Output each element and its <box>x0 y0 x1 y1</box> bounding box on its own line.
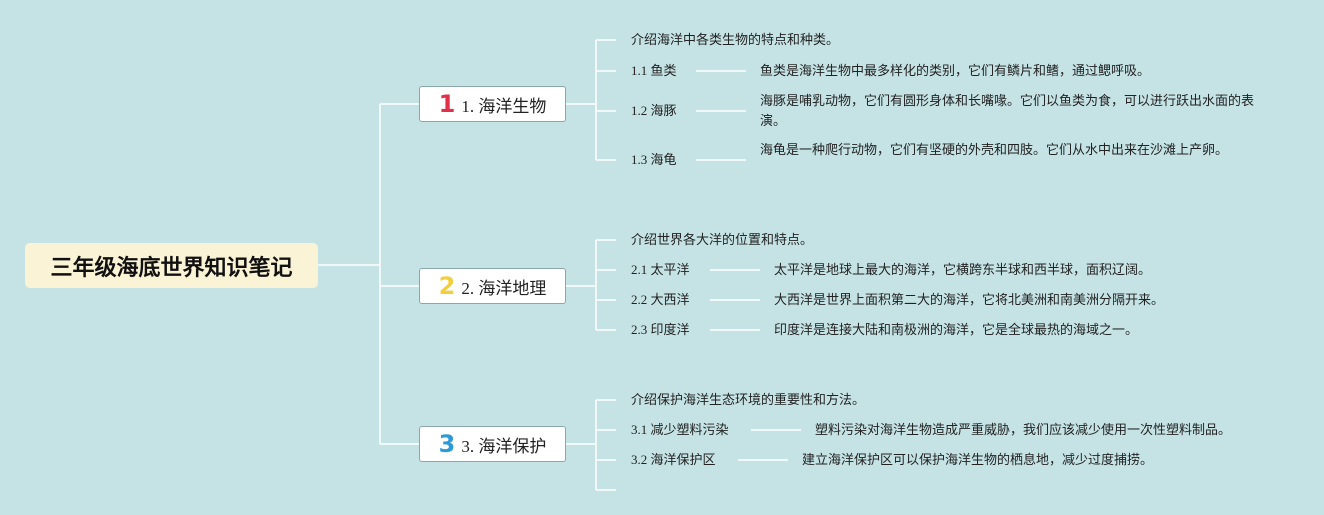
number-badge-3: 3 <box>438 430 456 458</box>
topic-label[interactable]: 2.1 太平洋 <box>631 262 690 277</box>
branch-intro: 介绍世界各大洋的位置和特点。 <box>631 232 814 247</box>
topic-label[interactable]: 1.2 海豚 <box>631 103 677 118</box>
branch-node-marine-life[interactable]: 1 1. 海洋生物 <box>419 86 566 122</box>
branch-label: 2. 海洋地理 <box>461 278 547 298</box>
branch-node-ocean-protection[interactable]: 3 3. 海洋保护 <box>419 426 566 462</box>
topic-label[interactable]: 1.1 鱼类 <box>631 63 677 78</box>
topic-description: 印度洋是连接大陆和南极洲的海洋，它是全球最热的海域之一。 <box>774 322 1139 337</box>
topic-description: 大西洋是世界上面积第二大的海洋，它将北美洲和南美洲分隔开来。 <box>774 292 1165 307</box>
topic-description: 塑料污染对海洋生物造成严重威胁，我们应该减少使用一次性塑料制品。 <box>815 422 1232 437</box>
topic-label[interactable]: 3.1 减少塑料污染 <box>631 422 729 437</box>
branch-intro: 介绍保护海洋生态环境的重要性和方法。 <box>631 392 866 407</box>
topic-label[interactable]: 1.3 海龟 <box>631 152 677 167</box>
branch-label: 1. 海洋生物 <box>461 96 547 116</box>
topic-description: 海龟是一种爬行动物，它们有坚硬的外壳和四肢。它们从水中出来在沙滩上产卵。 <box>760 142 1229 157</box>
topic-description: 建立海洋保护区可以保护海洋生物的栖息地，减少过度捕捞。 <box>802 452 1154 467</box>
branch-node-ocean-geography[interactable]: 2 2. 海洋地理 <box>419 268 566 304</box>
number-badge-1: 1 <box>438 90 456 118</box>
root-title: 三年级海底世界知识笔记 <box>50 255 293 281</box>
topic-description: 鱼类是海洋生物中最多样化的类别，它们有鳞片和鳍，通过鳃呼吸。 <box>760 63 1151 78</box>
topic-label[interactable]: 2.3 印度洋 <box>631 322 690 337</box>
branch-label: 3. 海洋保护 <box>461 436 547 456</box>
root-node[interactable]: 三年级海底世界知识笔记 <box>25 243 318 288</box>
number-badge-2: 2 <box>438 272 456 300</box>
topic-description: 太平洋是地球上最大的海洋，它横跨东半球和西半球，面积辽阔。 <box>774 262 1152 277</box>
branch-intro: 介绍海洋中各类生物的特点和种类。 <box>631 32 840 47</box>
topic-description: 海豚是哺乳动物，它们有圆形身体和长嘴喙。它们以鱼类为食，可以进行跃出水面的表演。 <box>760 93 1255 128</box>
topic-label[interactable]: 2.2 大西洋 <box>631 292 690 307</box>
topic-label[interactable]: 3.2 海洋保护区 <box>631 452 716 467</box>
